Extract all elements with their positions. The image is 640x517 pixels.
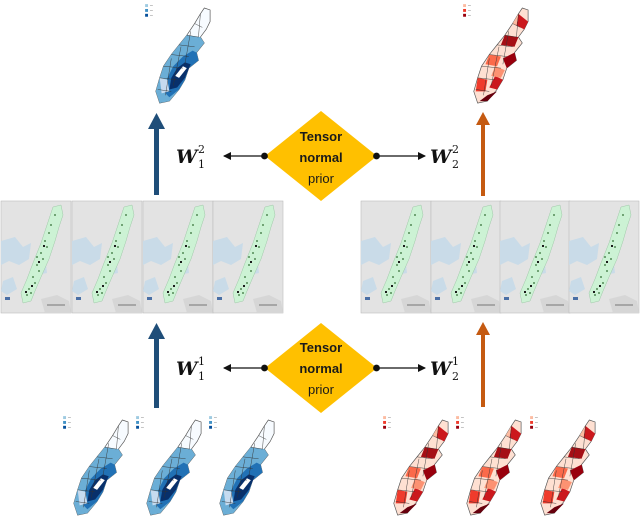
svg-text:2: 2 [198,143,205,156]
prior-bottom-line1: Tensor [300,340,342,355]
svg-text:2: 2 [452,158,459,171]
manhattan-station-map-icon [142,200,214,314]
svg-text:2: 2 [452,370,459,383]
prior-bottom-line3: prior [308,382,335,397]
manhattan-choropleth-red-icon [462,3,529,104]
tensor-normal-prior-bottom: Tensor normal prior [265,323,377,413]
prior-top-line1: Tensor [300,129,342,144]
svg-text:W: W [430,146,453,168]
flow-arrow-left-top [148,113,165,195]
manhattan-choropleth-blue-icon [208,415,275,516]
connector-top-right [373,152,426,160]
manhattan-station-map-icon [360,200,432,314]
manhattan-station-map-icon [71,200,143,314]
svg-text:W: W [176,146,199,168]
manhattan-station-map-icon [499,200,571,314]
svg-text:2: 2 [452,143,459,156]
manhattan-station-map-icon [430,200,502,314]
svg-text:1: 1 [452,355,459,368]
manhattan-choropleth-blue-icon [144,3,211,104]
manhattan-station-map-icon [0,200,72,314]
manhattan-station-map-icon [568,200,640,314]
manhattan-choropleth-red-icon [382,415,449,516]
manhattan-choropleth-blue-icon [135,415,202,516]
svg-text:1: 1 [198,355,205,368]
flow-arrow-right-bottom [476,322,490,407]
station-map-strip-right [360,200,640,314]
prior-bottom-line2: normal [299,361,342,376]
svg-text:W: W [176,358,199,380]
station-map-strip-left [0,200,284,314]
svg-text:1: 1 [198,158,205,171]
flow-arrow-right-top [476,112,490,196]
connector-bottom-right [373,364,426,372]
weight-label-bottom-left: W 1 1 [176,355,205,383]
manhattan-station-map-icon [212,200,284,314]
manhattan-choropleth-red-icon [455,415,522,516]
flow-arrow-left-bottom [148,323,165,408]
weight-label-top-left: W 2 1 [176,143,205,171]
prior-top-line2: normal [299,150,342,165]
weight-label-bottom-right: W 1 2 [430,355,459,383]
tensor-normal-prior-top: Tensor normal prior [265,111,377,201]
manhattan-choropleth-blue-icon [62,415,129,516]
svg-text:W: W [430,358,453,380]
weight-label-top-right: W 2 2 [430,143,459,171]
prior-top-line3: prior [308,171,335,186]
manhattan-choropleth-red-icon [529,415,596,516]
connector-bottom-left [223,364,268,372]
connector-top-left [223,152,268,160]
svg-text:1: 1 [198,370,205,383]
